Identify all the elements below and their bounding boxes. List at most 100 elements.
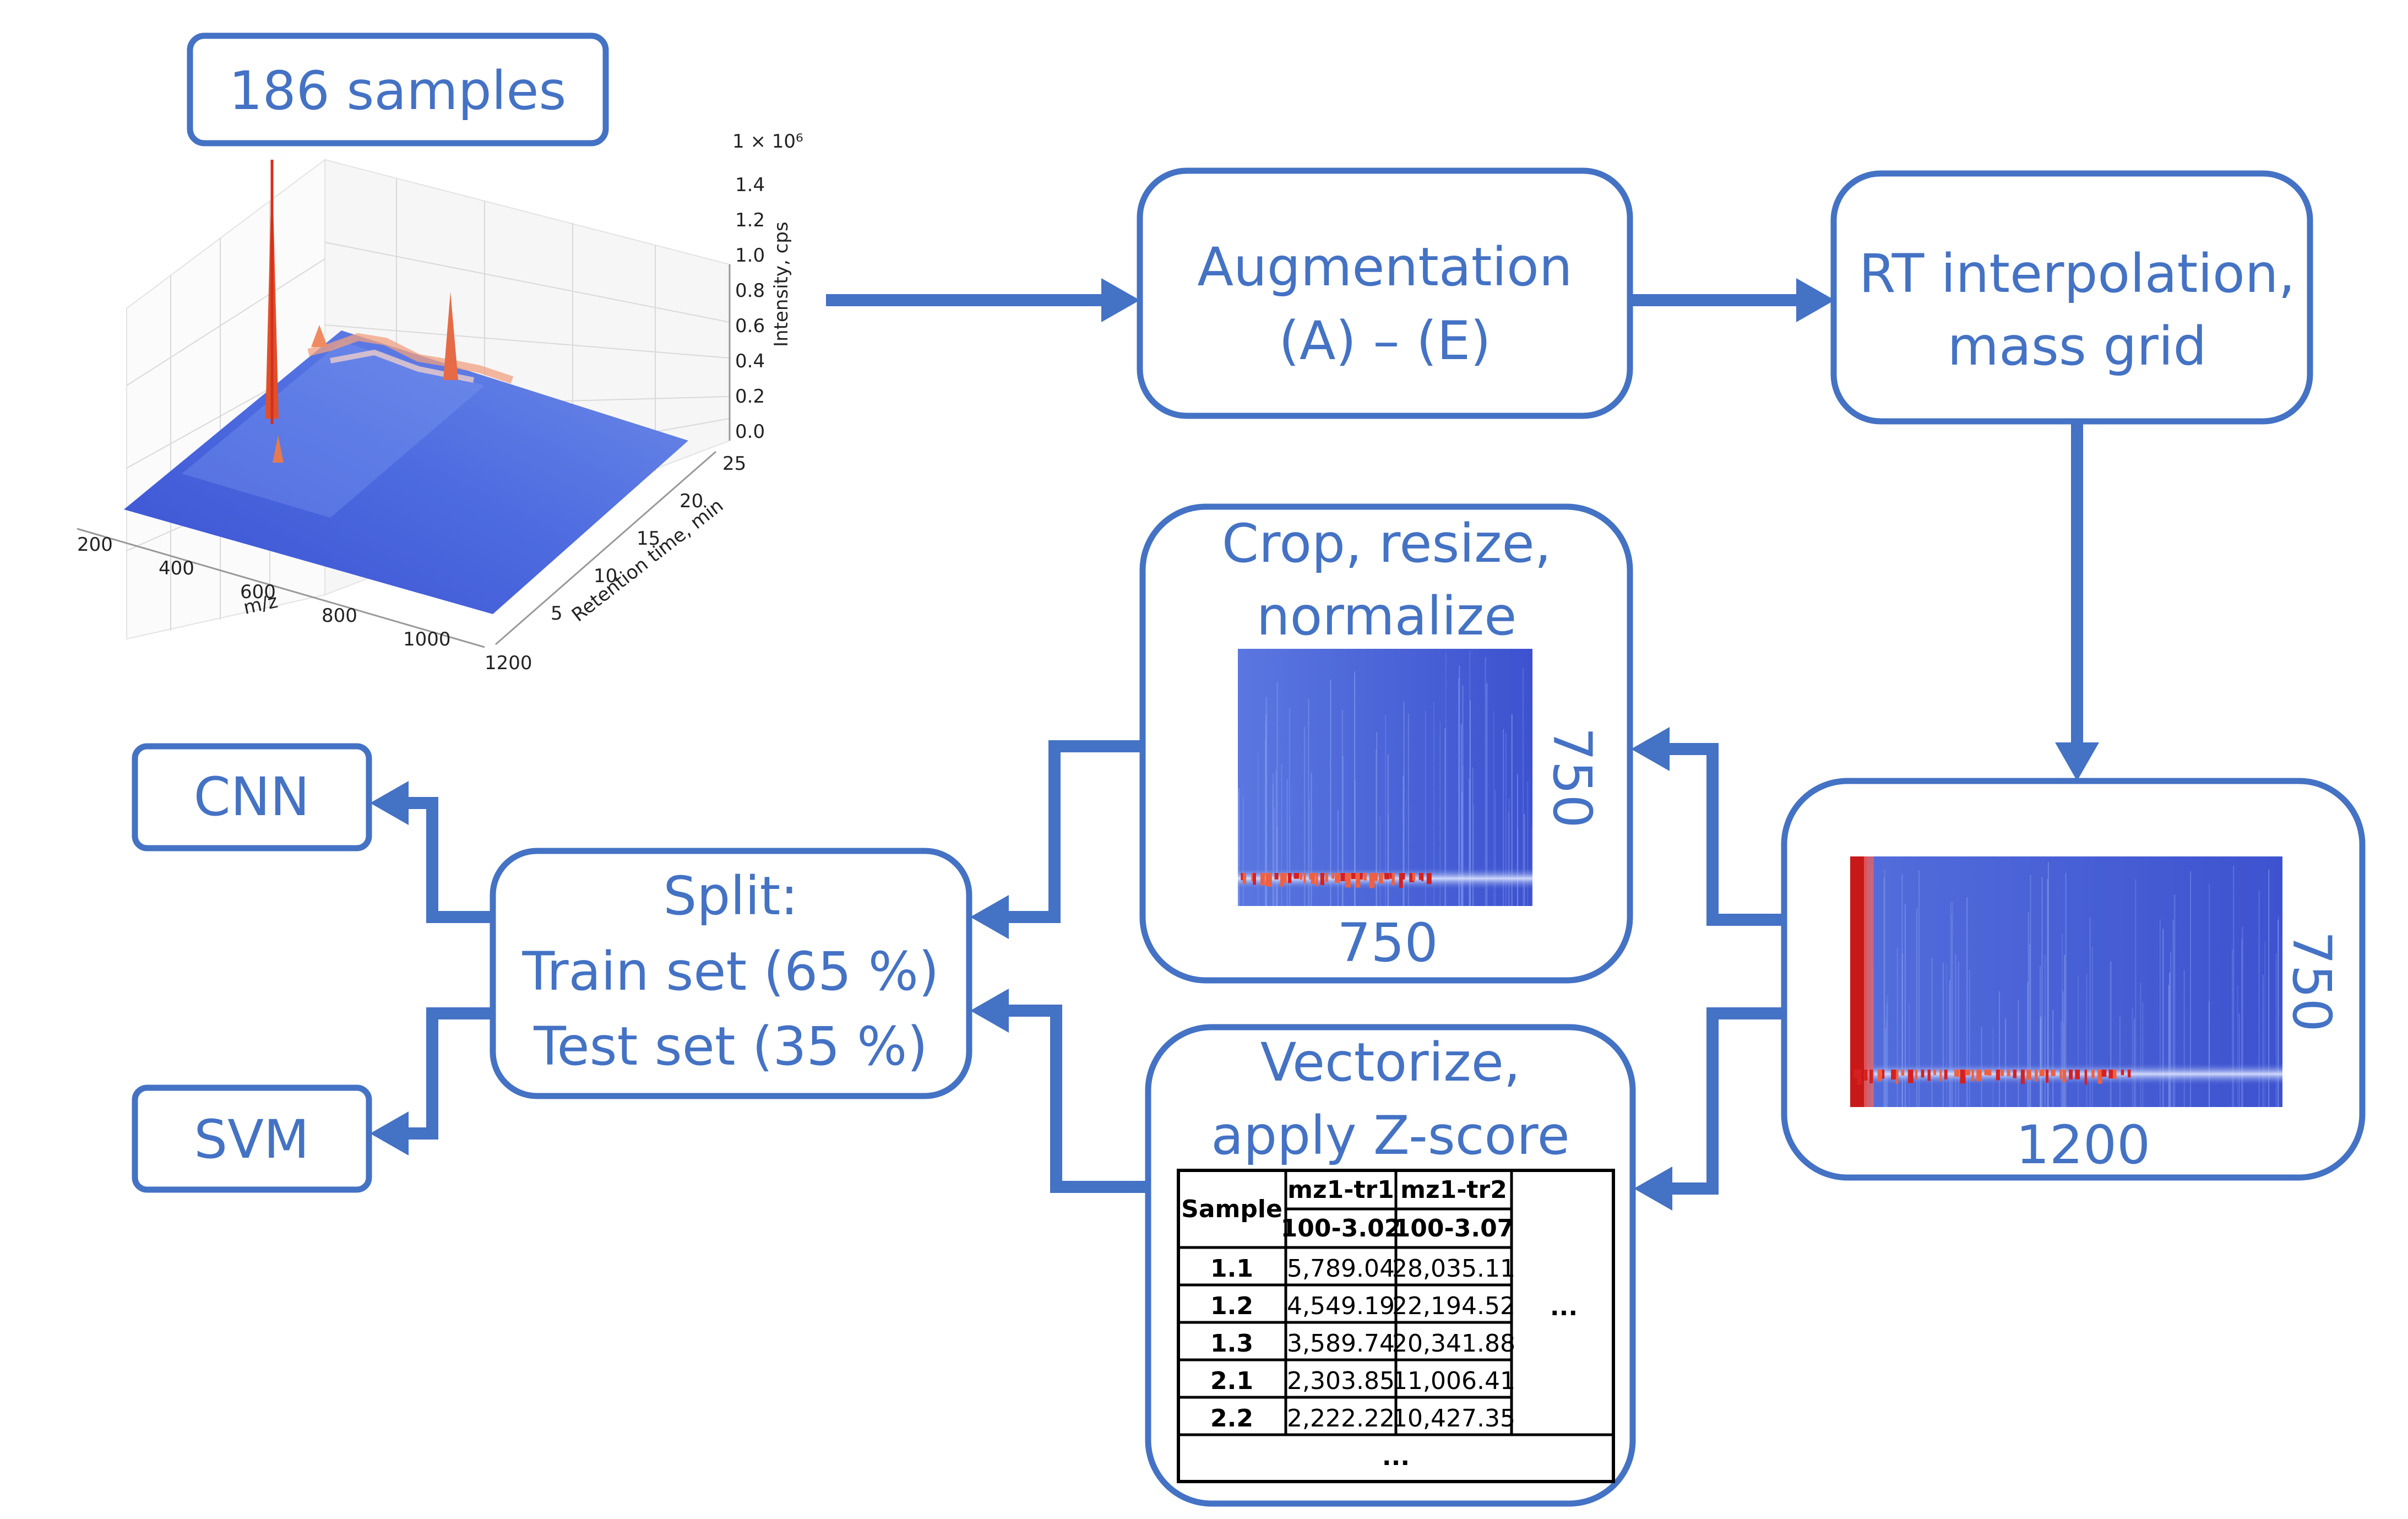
plot-surface <box>124 330 688 614</box>
split-line-1: Split: <box>663 865 798 927</box>
augmentation-line-1: Augmentation <box>1197 236 1572 298</box>
heatmap-hotspot <box>1265 873 1270 887</box>
heatmap-hotspot <box>2121 1070 2124 1076</box>
heatmap-hotspot <box>1399 873 1403 888</box>
plot-z-tick: 0.8 <box>735 280 765 302</box>
augmentation-line-2: (A) – (E) <box>1279 310 1491 372</box>
vectorize-title-line-1: Vectorize, <box>1260 1032 1521 1093</box>
heatmap-hotspot <box>1311 873 1316 884</box>
table-subheader-col1: 100-3.02 <box>1281 1214 1401 1243</box>
plot-y-tick: 20 <box>680 490 703 512</box>
heatmap-hotspot <box>1356 873 1361 888</box>
heatmap-hotspot <box>1300 873 1303 880</box>
plot-x-tick: 1200 <box>485 652 532 674</box>
heatmap-hotspot <box>1363 873 1367 881</box>
heatmap-hotspot <box>1269 873 1272 887</box>
full-heatmap-node: 1200 750 <box>1781 778 2366 1181</box>
full-heatmap-height-label: 750 <box>2281 931 2342 1032</box>
table-row-value-2: 11,006.41 <box>1392 1367 1515 1395</box>
heatmap-hotspot <box>1877 1070 1882 1081</box>
table-row-sample: 2.1 <box>1210 1367 1253 1395</box>
heatmap-hotspot <box>2075 1070 2080 1079</box>
heatmap-hotspot <box>1944 1070 1948 1079</box>
heatmap-hotspot <box>2108 1070 2113 1079</box>
plot-ridge <box>307 333 514 384</box>
heatmap-hotspot <box>1384 873 1390 880</box>
plot-y-tick: 5 <box>551 603 563 625</box>
heatmap-hotspot <box>1293 873 1300 879</box>
plot-axes <box>77 264 731 648</box>
heatmap-hotspot <box>1303 873 1306 883</box>
plot-surface-highlight <box>182 341 485 518</box>
heatmap-hotspot <box>1857 1070 1862 1085</box>
plot-gridlines <box>126 179 730 631</box>
rt-interpolation-node: RT interpolation, mass grid <box>1830 170 2313 425</box>
cnn-node: CNN <box>132 743 372 851</box>
heatmap-hotspot <box>2069 1070 2073 1079</box>
table-row-value-1: 3,589.74 <box>1287 1330 1395 1358</box>
heatmap-hotspot <box>1869 1070 1873 1083</box>
full-heatmap-image <box>1850 856 2282 1107</box>
heatmap-hotspot <box>2020 1070 2025 1084</box>
heatmap-hotspot <box>1284 873 1287 883</box>
arrow-split-to-cnn <box>370 781 493 923</box>
heatmap-hotspot <box>1391 873 1395 886</box>
heatmap-hotspot <box>1901 1070 1905 1076</box>
heatmap-hotspot <box>1988 1070 1992 1076</box>
heatmap-hotspot <box>1345 873 1351 888</box>
plot-peak-4 <box>273 435 284 463</box>
heatmap-hotspot <box>2059 1070 2062 1079</box>
heatmap-hotspot <box>1412 873 1416 881</box>
samples-node: 186 samples <box>187 32 609 147</box>
heatmap-hotspot <box>1280 873 1284 887</box>
table-ellipsis-bottom: ... <box>1382 1443 1410 1471</box>
heatmap-hotspot <box>1996 1070 2000 1081</box>
feature-table: Sample mz1-tr1 mz1-tr2 100-3.02 100-3.07… <box>1177 1169 1615 1483</box>
arrow-plot-to-augmentation <box>826 278 1140 322</box>
heatmap-hotspot <box>2062 1070 2067 1083</box>
table-header-col1: mz1-tr1 <box>1287 1176 1394 1204</box>
cnn-label: CNN <box>194 766 310 828</box>
heatmap-hotspot <box>2035 1070 2038 1082</box>
heatmap-hotspot <box>2084 1070 2088 1085</box>
table-row-value-1: 2,222.22 <box>1287 1404 1395 1433</box>
plot-z-tick: 0.0 <box>735 421 765 443</box>
plot-peak-2 <box>443 292 458 380</box>
vectorize-node: Vectorize, apply Z-score Sample mz1-tr1 … <box>1145 1024 1636 1507</box>
heatmap-hotspot <box>1351 873 1356 880</box>
table-ellipsis-right: ... <box>1550 1293 1578 1321</box>
table-row-sample: 1.2 <box>1210 1292 1253 1320</box>
heatmap-hotspot <box>1954 1070 1960 1077</box>
heatmap-hotspot <box>1976 1070 1982 1081</box>
table-row-value-1: 5,789.04 <box>1287 1255 1395 1283</box>
heatmap-hotspot <box>2127 1070 2131 1078</box>
split-line-2: Train set (65 %) <box>522 941 939 1002</box>
plot-z-axis-label: Intensity, cps <box>770 221 792 347</box>
table-row-value-2: 28,035.11 <box>1392 1255 1515 1283</box>
heatmap-hotspot <box>2112 1070 2117 1079</box>
plot-x-tick: 600 <box>240 581 276 603</box>
split-line-3: Test set (35 %) <box>533 1016 928 1077</box>
heatmap-hotspot <box>2026 1070 2031 1080</box>
plot-y-tick: 10 <box>594 565 617 587</box>
table-row-sample: 1.1 <box>1210 1255 1253 1283</box>
arrow-augmentation-to-rt <box>1630 278 1835 322</box>
heatmap-hotspot <box>2000 1070 2004 1076</box>
heatmap-hotspot <box>1891 1070 1896 1080</box>
svm-node: SVM <box>132 1084 372 1193</box>
plot-y-tick: 15 <box>637 528 660 550</box>
heatmap-hotspot <box>1360 873 1363 880</box>
plot-z-tick: 0.4 <box>735 350 765 372</box>
heatmap-hotspot <box>1403 873 1405 880</box>
heatmap-hotspot <box>1409 873 1415 882</box>
heatmap-hotspot <box>1927 1070 1931 1081</box>
plot-x-tick: 400 <box>159 557 194 579</box>
plot-y-ticks: 5 10 15 20 25 <box>551 453 746 625</box>
vectorize-title-line-2: apply Z-score <box>1211 1105 1569 1167</box>
table-header-col2: mz1-tr2 <box>1400 1176 1507 1204</box>
plot-y-tick: 25 <box>722 453 746 475</box>
heatmap-hotspot <box>1984 1070 1989 1076</box>
table-row-value-2: 22,194.52 <box>1392 1292 1515 1320</box>
